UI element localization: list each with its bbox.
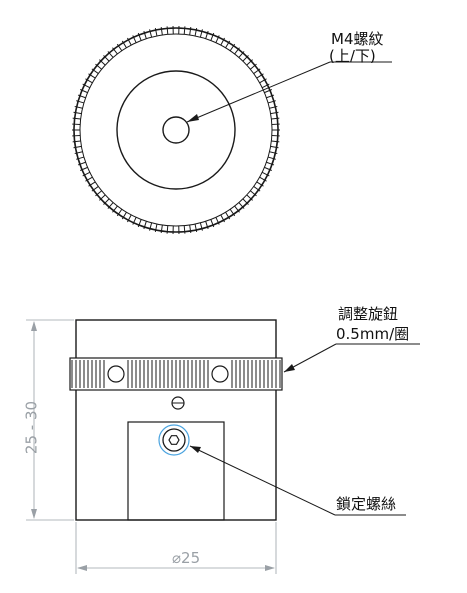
diameter-symbol: ⌀ xyxy=(172,549,182,567)
top-view xyxy=(72,26,392,234)
diameter-label: ⌀25 xyxy=(172,551,200,566)
lock-screw-label: 鎖定螺絲 xyxy=(336,495,397,513)
adjust-knob-label-line2: 0.5mm/圈 xyxy=(336,325,410,343)
knob-inner-face xyxy=(79,33,273,227)
thread-label-line1: M4螺紋 xyxy=(331,30,384,48)
hub-circle xyxy=(116,70,236,190)
lock-screw-outer xyxy=(158,424,190,456)
dia-arrow-right xyxy=(265,565,275,571)
band-hole-left xyxy=(107,365,125,383)
height-arrow-top xyxy=(31,321,37,331)
dia-arrow-left xyxy=(77,565,87,571)
lock-leader-arrow xyxy=(190,446,201,453)
height-arrow-bottom xyxy=(31,509,37,519)
knob-outer-circle xyxy=(73,27,279,233)
band-hole-right xyxy=(211,365,229,383)
thread-leader-line xyxy=(186,61,331,123)
thread-label-line2: (上/下) xyxy=(329,47,376,65)
adjust-leader-arrow xyxy=(284,364,295,372)
body-outline xyxy=(75,319,277,521)
height-label: 25 - 30 xyxy=(22,400,41,455)
adjust-knob-label-line1: 調整旋鈕 xyxy=(338,305,399,323)
thread-leader-arrow xyxy=(187,114,199,122)
lower-block xyxy=(127,421,225,521)
side-view xyxy=(26,319,420,574)
diameter-value: 25 xyxy=(181,549,201,567)
lock-screw-head xyxy=(162,428,186,452)
knurled-band-lines xyxy=(71,360,281,388)
lock-leader-line xyxy=(189,445,336,516)
knurled-edge xyxy=(72,26,280,234)
lock-screw-hex xyxy=(168,435,180,445)
m4-thread-hole xyxy=(162,116,190,144)
